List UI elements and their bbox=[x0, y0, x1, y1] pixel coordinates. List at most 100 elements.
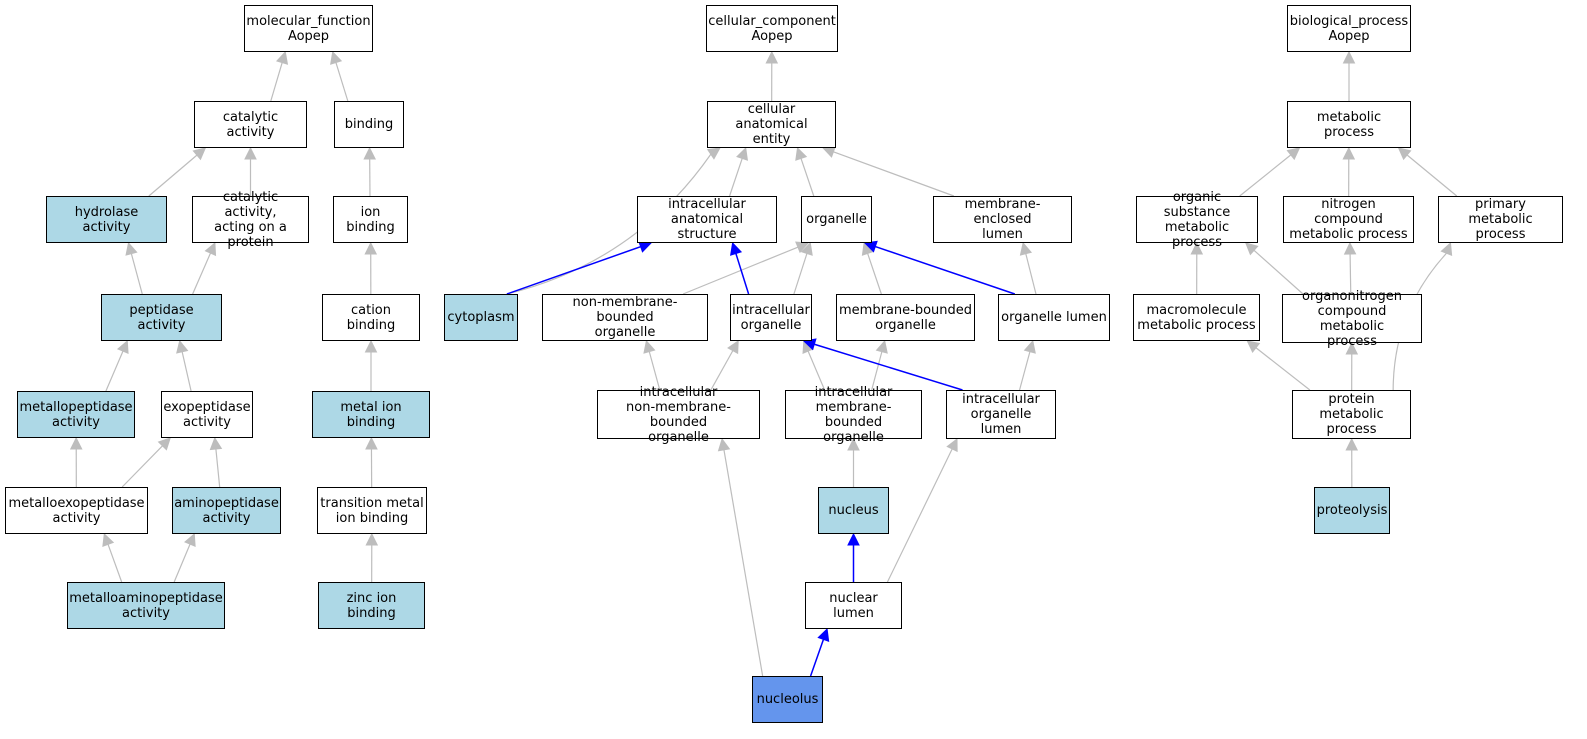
edge-exopep-to-peptidase bbox=[181, 351, 192, 392]
edge-io-to-organelle bbox=[793, 253, 808, 295]
edge-protmp-to-mmp bbox=[1255, 347, 1311, 391]
arrowhead-zinc-to-transition bbox=[365, 532, 379, 546]
node-cat-protein: catalytic activity, acting on a protein bbox=[192, 190, 309, 250]
arrowhead-cae-to-cc bbox=[765, 50, 779, 64]
node-cc: cellular_component Aopep bbox=[706, 5, 838, 52]
edge-inmbo-to-nmbo bbox=[648, 351, 661, 391]
node-mf: molecular_function Aopep bbox=[244, 5, 373, 52]
edge-iol-to-io bbox=[814, 343, 963, 391]
node-metal-ion: metal ion binding bbox=[312, 391, 430, 438]
arrowhead-metalloamino-to-metalloexo bbox=[102, 532, 115, 547]
arrowhead-inmbo-to-nmbo bbox=[643, 339, 656, 354]
edge-nlumen-to-iol bbox=[886, 448, 953, 583]
node-mel: membrane-enclosed lumen bbox=[933, 196, 1072, 243]
edge-pmp-to-metabolic bbox=[1406, 154, 1458, 197]
node-ol: organelle lumen bbox=[998, 294, 1110, 341]
node-nlumen: nuclear lumen bbox=[805, 582, 902, 629]
node-aminopep: aminopeptidase activity bbox=[172, 487, 281, 534]
edge-osmp-to-metabolic bbox=[1239, 154, 1292, 197]
arrowhead-nucleolus-to-nlumen bbox=[817, 627, 830, 642]
edge-ol-to-mel bbox=[1025, 253, 1037, 295]
arrowhead-aminopep-to-exopep bbox=[209, 436, 223, 451]
arrowhead-proteolysis-to-protmp bbox=[1345, 437, 1359, 451]
arrowhead-metalloexo-to-metallopep bbox=[69, 436, 83, 450]
node-organelle: organelle bbox=[801, 196, 872, 243]
arrowhead-ncmp-to-metabolic bbox=[1342, 146, 1356, 160]
node-iol: intracellular organelle lumen bbox=[946, 390, 1056, 439]
edge-metallopep-to-peptidase bbox=[105, 350, 124, 392]
edge-imbo-to-mbo bbox=[871, 351, 883, 391]
arrowhead-binding-to-mf bbox=[330, 50, 343, 65]
arrowhead-transition-to-metal_ion bbox=[365, 436, 378, 450]
edge-metalloexo-to-exopep bbox=[121, 445, 163, 488]
edge-inmbo-to-io bbox=[710, 350, 734, 391]
arrowhead-cytoplasm-to-cae bbox=[706, 147, 721, 160]
node-nucleus: nucleus bbox=[818, 487, 889, 534]
edge-cytoplasm-to-ias bbox=[506, 245, 641, 295]
node-hydrolase: hydrolase activity bbox=[46, 196, 167, 243]
arrowhead-ol-to-mel bbox=[1019, 241, 1033, 256]
edge-cytoplasm-to-cae bbox=[506, 153, 712, 295]
arrowhead-metalloamino-to-aminopep bbox=[184, 532, 196, 548]
node-peptidase: peptidase activity bbox=[101, 294, 222, 341]
edge-organelle-to-cae bbox=[800, 158, 815, 197]
arrowhead-nlumen-to-iol bbox=[946, 437, 958, 453]
edge-mel-to-cae bbox=[833, 151, 955, 197]
arrowhead-exopep-to-peptidase bbox=[176, 339, 189, 354]
node-imbo: intracellular membrane-bounded organelle bbox=[785, 385, 922, 445]
edge-nucleolus-to-inmbo bbox=[723, 449, 764, 677]
node-exopep: exopeptidase activity bbox=[161, 391, 253, 438]
arrowhead-inmbo-to-io bbox=[727, 340, 739, 355]
arrowhead-protmp-to-oncmp bbox=[1345, 341, 1359, 355]
arrowhead-peptidase-to-hydrolase bbox=[125, 241, 138, 256]
node-io: intracellular organelle bbox=[730, 294, 812, 341]
arrowhead-hydrolase-to-catalytic bbox=[192, 147, 207, 161]
node-metallopep: metallopeptidase activity bbox=[17, 391, 135, 438]
node-protmp: protein metabolic process bbox=[1292, 390, 1411, 439]
arrowhead-nlumen-to-nucleus bbox=[847, 532, 860, 546]
arrowhead-mbo-to-organelle bbox=[861, 241, 874, 256]
node-zinc: zinc ion binding bbox=[318, 582, 425, 629]
arrowhead-catalytic-to-mf bbox=[275, 50, 289, 65]
arrowhead-peptidase-to-cat_protein bbox=[204, 241, 217, 257]
edge-metalloamino-to-aminopep bbox=[173, 543, 191, 583]
node-ncmp: nitrogen compound metabolic process bbox=[1283, 196, 1414, 243]
node-nucleolus: nucleolus bbox=[752, 676, 823, 723]
arrowhead-protmp-to-pmp bbox=[1440, 241, 1453, 257]
arrowhead-organelle-to-cae bbox=[795, 146, 808, 161]
arrowhead-cation-to-ion_binding bbox=[364, 241, 378, 255]
arrowhead-io-to-ias bbox=[730, 241, 743, 256]
node-bp: biological_process Aopep bbox=[1287, 5, 1411, 52]
arrowhead-cytoplasm-to-ias bbox=[638, 240, 653, 253]
node-osmp: organic substance metabolic process bbox=[1136, 190, 1258, 250]
node-ias: intracellular anatomical structure bbox=[637, 196, 777, 243]
node-pmp: primary metabolic process bbox=[1438, 196, 1563, 243]
arrowhead-nucleus-to-imbo bbox=[847, 437, 860, 451]
arrowhead-ion_binding-to-binding bbox=[363, 146, 376, 160]
arrowhead-mmp-to-osmp bbox=[1190, 241, 1204, 255]
arrowhead-metalloexo-to-exopep bbox=[157, 437, 171, 451]
arrowhead-oncmp-to-ncmp bbox=[1343, 241, 1357, 255]
edge-catalytic-to-mf bbox=[270, 62, 283, 102]
edge-peptidase-to-cat_protein bbox=[192, 252, 212, 295]
node-cytoplasm: cytoplasm bbox=[444, 294, 518, 341]
node-transition: transition metal ion binding bbox=[317, 487, 427, 534]
node-mmp: macromolecule metabolic process bbox=[1133, 294, 1260, 341]
node-ion-binding: ion binding bbox=[333, 196, 408, 243]
node-cation: cation binding bbox=[322, 294, 420, 341]
arrowhead-io-to-organelle bbox=[800, 241, 813, 256]
arrowhead-metallopep-to-peptidase bbox=[116, 339, 129, 355]
edge-ol-to-organelle bbox=[875, 245, 1016, 295]
edge-nucleolus-to-nlumen bbox=[809, 639, 825, 677]
edge-io-to-ias bbox=[735, 253, 750, 295]
edge-mbo-to-organelle bbox=[867, 253, 882, 295]
arrowhead-metal_ion-to-cation bbox=[364, 339, 378, 353]
edge-peptidase-to-hydrolase bbox=[130, 253, 143, 295]
edge-oncmp-to-ncmp bbox=[1349, 253, 1352, 295]
arrowhead-iol-to-ol bbox=[1023, 339, 1036, 354]
arrowhead-imbo-to-mbo bbox=[875, 339, 888, 354]
arrowhead-cat_protein-to-catalytic bbox=[244, 146, 257, 160]
arrowhead-osmp-to-metabolic bbox=[1286, 147, 1301, 161]
